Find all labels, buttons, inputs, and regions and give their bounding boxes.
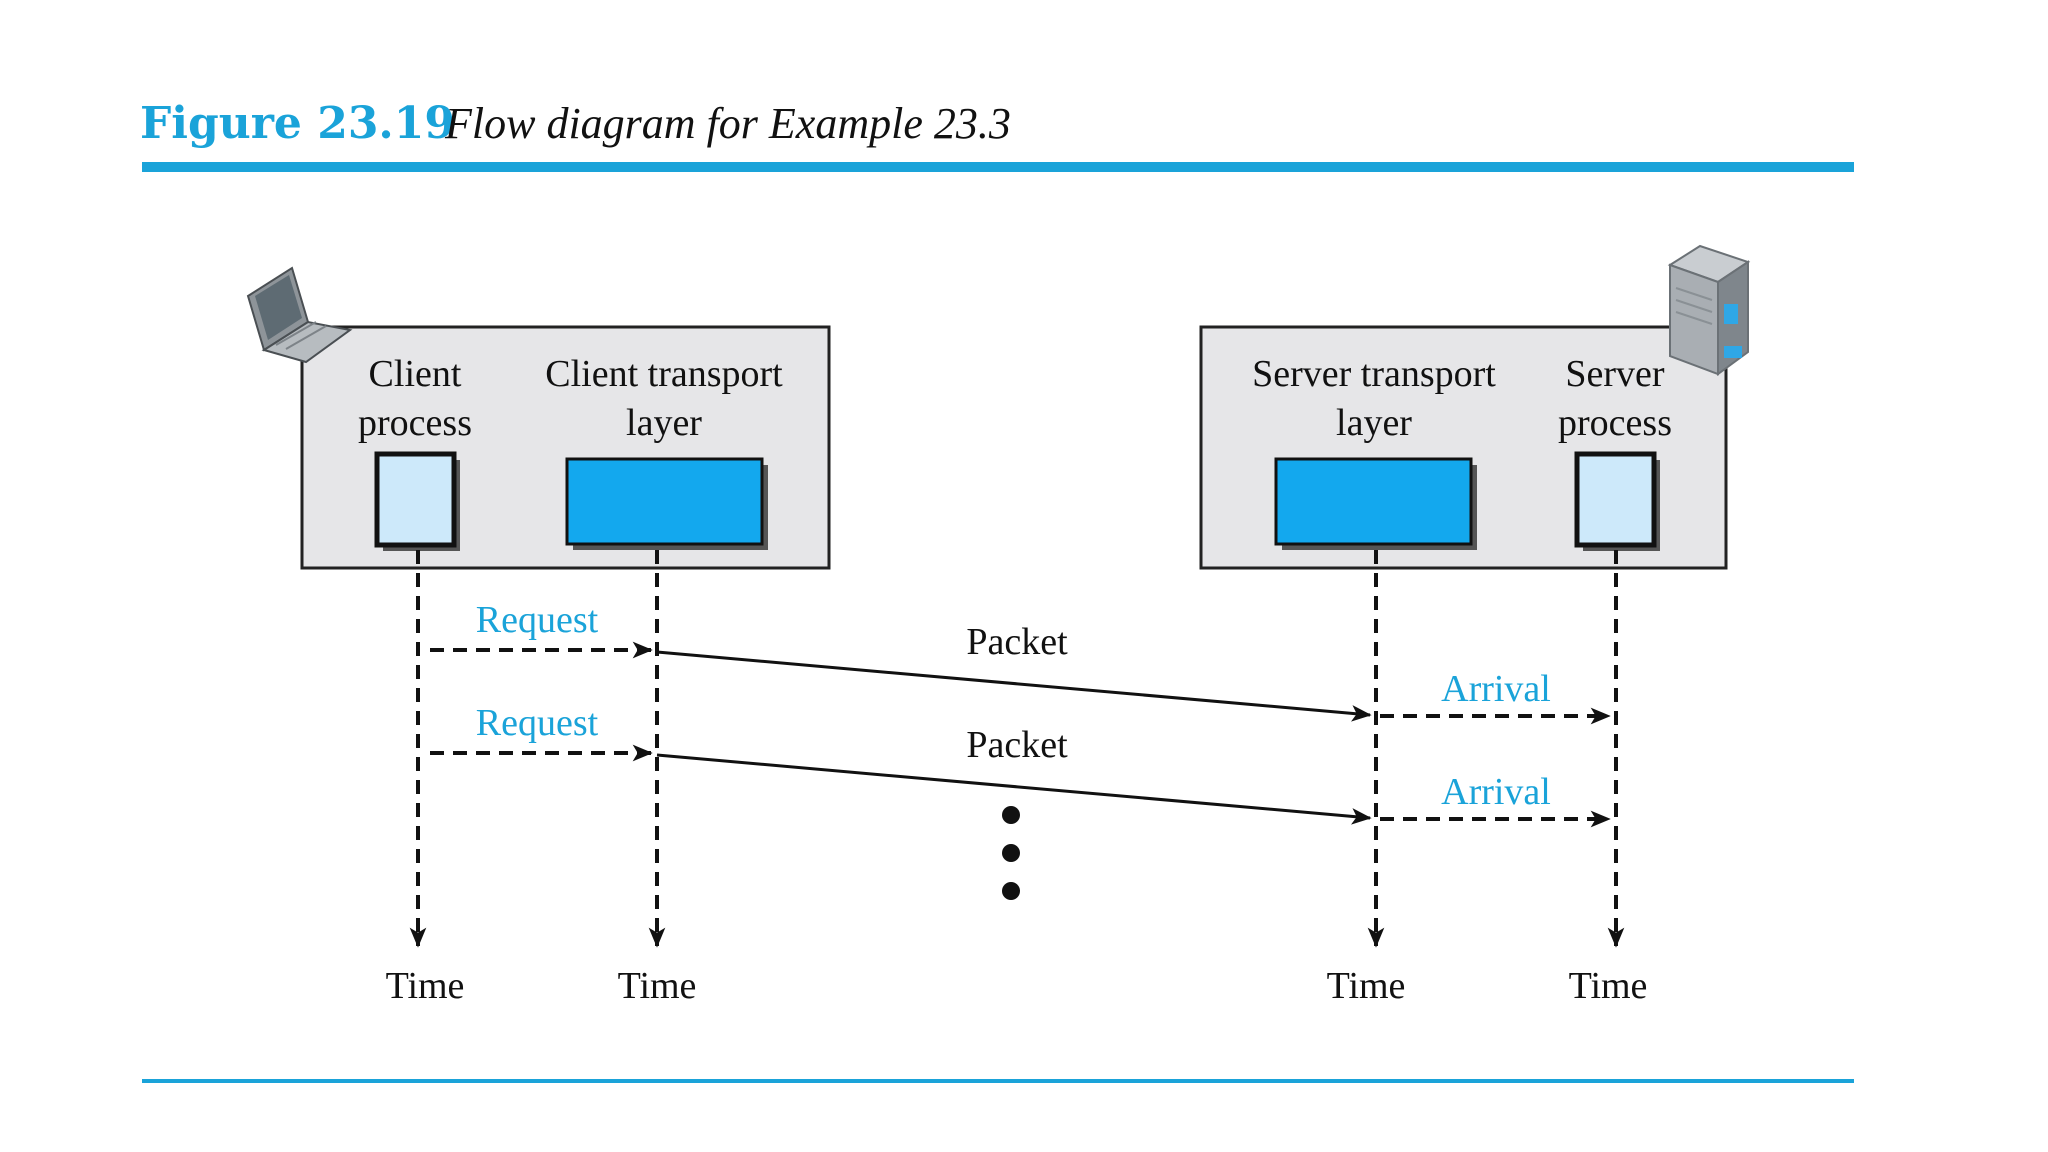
laptop-icon (246, 266, 353, 364)
client-transport-label-line1: Client transport (545, 353, 783, 395)
footer-rule (142, 1079, 1854, 1083)
packet-label-1: Packet (966, 621, 1068, 663)
arrival-label-2: Arrival (1441, 771, 1551, 813)
client-transport-label-line2: layer (626, 402, 702, 444)
time-label-client-process: Time (386, 965, 465, 1007)
time-label-server-process: Time (1569, 965, 1648, 1007)
time-label-client-transport: Time (618, 965, 697, 1007)
figure-caption: Flow diagram for Example 23.3 (444, 99, 1011, 148)
request-label-1: Request (476, 599, 599, 641)
server-transport-block (1274, 457, 1473, 546)
client-process-label-line2: process (358, 402, 472, 444)
figure-number: Figure 23.19 (140, 98, 455, 149)
packet-arrow-2 (656, 753, 1372, 825)
server-process-label-line2: process (1558, 402, 1672, 444)
time-label-server-transport: Time (1327, 965, 1406, 1007)
header-rule (142, 162, 1854, 172)
client-transport-block (565, 457, 764, 546)
client-process-block (374, 451, 457, 548)
server-process-label-line1: Server (1565, 353, 1665, 395)
continuation-dots (1002, 806, 1020, 900)
server-tower-icon (1667, 244, 1751, 376)
client-process-label-line1: Client (369, 353, 462, 395)
packet-arrow-1 (656, 650, 1372, 722)
packet-label-2: Packet (966, 724, 1068, 766)
arrival-label-1: Arrival (1441, 668, 1551, 710)
server-transport-label-line1: Server transport (1252, 353, 1496, 395)
server-transport-label-line2: layer (1336, 402, 1412, 444)
request-label-2: Request (476, 702, 599, 744)
server-process-block (1574, 451, 1657, 548)
